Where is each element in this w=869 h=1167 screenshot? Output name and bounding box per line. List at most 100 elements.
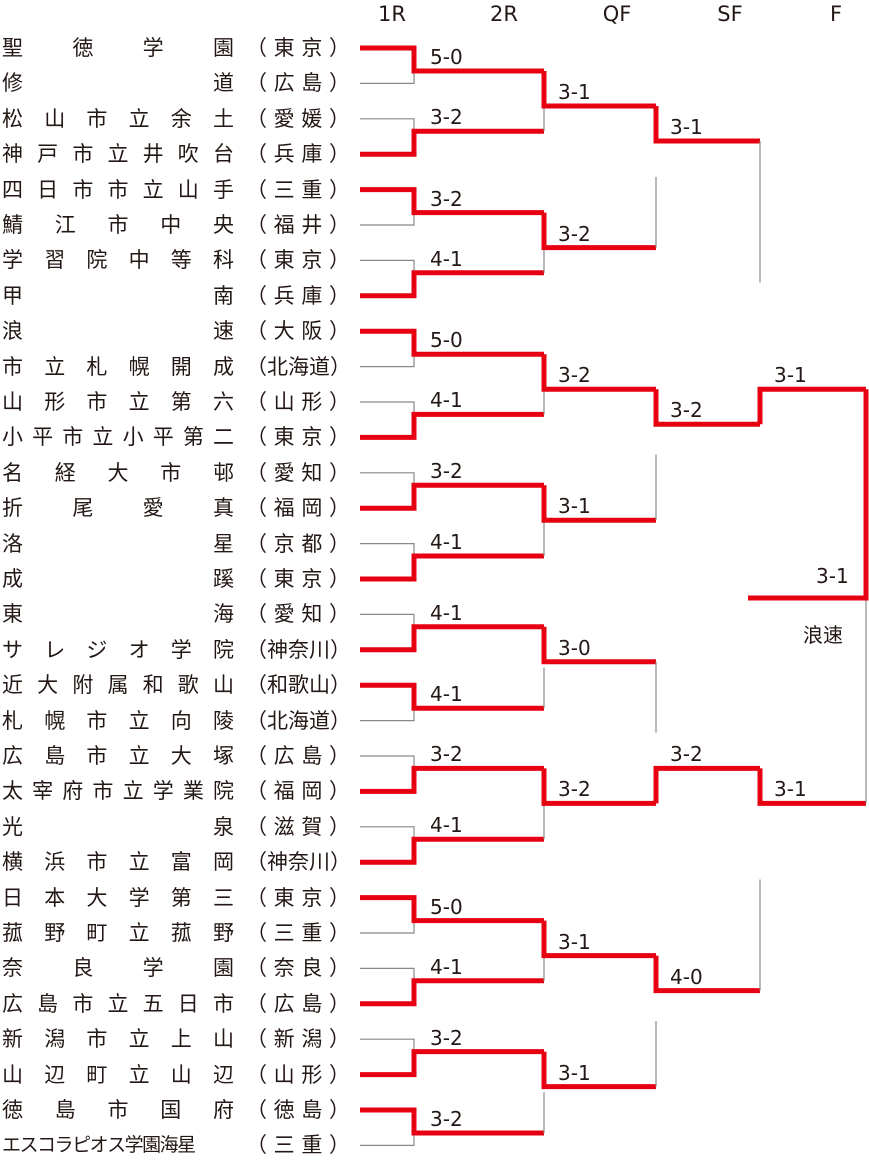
match-score: 3-1	[558, 80, 591, 104]
bracket-line-winner	[653, 955, 760, 994]
bracket-line-winner	[757, 768, 866, 806]
team-prefecture: （広島）	[246, 744, 350, 768]
bracket-line-loser	[360, 401, 415, 428]
bracket-line-loser	[360, 199, 415, 226]
match-score: 5-0	[430, 328, 463, 353]
team-name: 名経大市邨	[2, 460, 234, 485]
bracket-line-loser	[360, 259, 415, 286]
team-prefecture: （徳島）	[246, 1098, 350, 1122]
bracket-line-winner	[360, 836, 544, 865]
bracket-line-winner	[541, 485, 656, 523]
bracket-line-winner	[541, 626, 656, 665]
team-prefecture: （東京）	[246, 885, 350, 910]
round-label-2r: 2R	[490, 2, 518, 26]
team-name: エスコラピオス学園海星	[2, 1134, 196, 1157]
team-name: 横浜市立富岡	[2, 850, 234, 875]
team-prefecture: （新潟）	[246, 1027, 350, 1052]
match-score: 3-2	[558, 777, 591, 802]
match-score: 3-2	[558, 221, 591, 246]
team-prefecture: （東京）	[246, 425, 350, 450]
match-score: 4-1	[430, 530, 463, 554]
team-name: 菰野町立菰野	[2, 921, 234, 945]
bracket-line-winner	[360, 624, 544, 653]
team-name: 浪速	[2, 319, 234, 344]
match-score: 3-2	[430, 459, 463, 484]
bracket-line-loser	[360, 1120, 415, 1147]
bracket-line-winner	[360, 553, 544, 582]
team-name: 太宰府市立学業院	[2, 779, 234, 804]
team-prefecture: （山形）	[246, 390, 350, 414]
match-score: 3-1	[670, 115, 703, 139]
bracket-line-winner	[360, 328, 544, 357]
bracket-line-loser	[360, 826, 415, 853]
team-prefecture: （福岡）	[246, 779, 350, 804]
team-name: 成蹊	[2, 567, 234, 591]
bracket-line-winner	[541, 920, 656, 959]
bracket-line-winner	[541, 1051, 656, 1090]
match-score: 3-2	[558, 363, 591, 388]
bracket-line-winner	[360, 765, 544, 794]
match-score: 3-2	[670, 742, 703, 767]
bracket-line-loser	[360, 58, 415, 85]
team-name: サレジオ学院	[2, 637, 234, 662]
match-score: 3-1	[558, 494, 591, 519]
match-score: 3-2	[430, 742, 463, 767]
bracket-line-winner	[748, 389, 869, 601]
bracket-line-winner	[360, 682, 544, 711]
bracket-line-loser	[360, 1038, 415, 1065]
bracket-line-winner	[360, 895, 544, 924]
team-name: 甲南	[2, 283, 234, 308]
match-score: 4-1	[430, 246, 463, 271]
round-label-1r: 1R	[378, 2, 406, 26]
team-prefecture: （愛媛）	[246, 106, 350, 131]
team-prefecture: （兵庫）	[246, 142, 350, 167]
bracket-line-winner	[653, 389, 760, 427]
team-name: 山辺町立山辺	[2, 1062, 234, 1087]
champion-label: 浪速	[803, 623, 843, 647]
team-prefecture: （三重）	[246, 1133, 350, 1158]
bracket-line-winner	[360, 482, 544, 511]
bracket-line-winner	[653, 106, 760, 144]
match-score: 5-0	[430, 45, 463, 69]
team-prefecture: （奈良）	[246, 956, 350, 981]
team-prefecture: （福井）	[246, 213, 350, 237]
team-prefecture: （北海道）	[246, 354, 351, 379]
bracket-line-loser	[360, 755, 415, 782]
bracket-line-winner	[541, 71, 656, 109]
team-prefecture: （愛知）	[246, 602, 350, 627]
bracket-line-winner	[360, 187, 544, 216]
bracket-line-winner	[360, 45, 544, 74]
team-name: 小平市立小平第二	[2, 425, 234, 450]
team-prefecture: （広島）	[246, 71, 350, 96]
bracket-line-winner	[541, 354, 656, 392]
team-prefecture: （兵庫）	[246, 283, 350, 308]
team-name: 日本大学第三	[2, 885, 234, 910]
team-name: 山形市立第六	[2, 390, 234, 414]
team-prefecture: （広島）	[246, 991, 350, 1016]
team-prefecture: （神奈川）	[246, 850, 351, 875]
team-name: 東海	[2, 602, 234, 627]
team-name: 光泉	[2, 814, 234, 839]
team-prefecture: （東京）	[246, 248, 350, 273]
match-score: 3-1	[816, 564, 849, 588]
match-score: 3-2	[430, 186, 463, 211]
match-score: 3-1	[558, 929, 591, 954]
team-name: 学習院中等科	[2, 248, 234, 273]
team-prefecture: （山形）	[246, 1062, 350, 1087]
match-score: 3-1	[774, 777, 807, 802]
bracket-line-loser	[360, 967, 415, 994]
team-prefecture: （東京）	[246, 36, 350, 60]
team-prefecture: （神奈川）	[246, 637, 351, 662]
team-name: 新潟市立上山	[2, 1027, 234, 1052]
team-name: 四日市市立山手	[2, 177, 234, 202]
team-prefecture: （東京）	[246, 567, 350, 591]
team-prefecture: （京都）	[246, 531, 350, 556]
match-score: 4-1	[430, 600, 463, 625]
bracket-line-loser	[360, 907, 415, 934]
team-prefecture: （福岡）	[246, 496, 350, 521]
round-label-f: F	[829, 2, 843, 26]
match-score: 3-2	[430, 1107, 463, 1131]
team-name: 松山市立余土	[2, 106, 234, 131]
match-score: 4-1	[430, 813, 463, 838]
